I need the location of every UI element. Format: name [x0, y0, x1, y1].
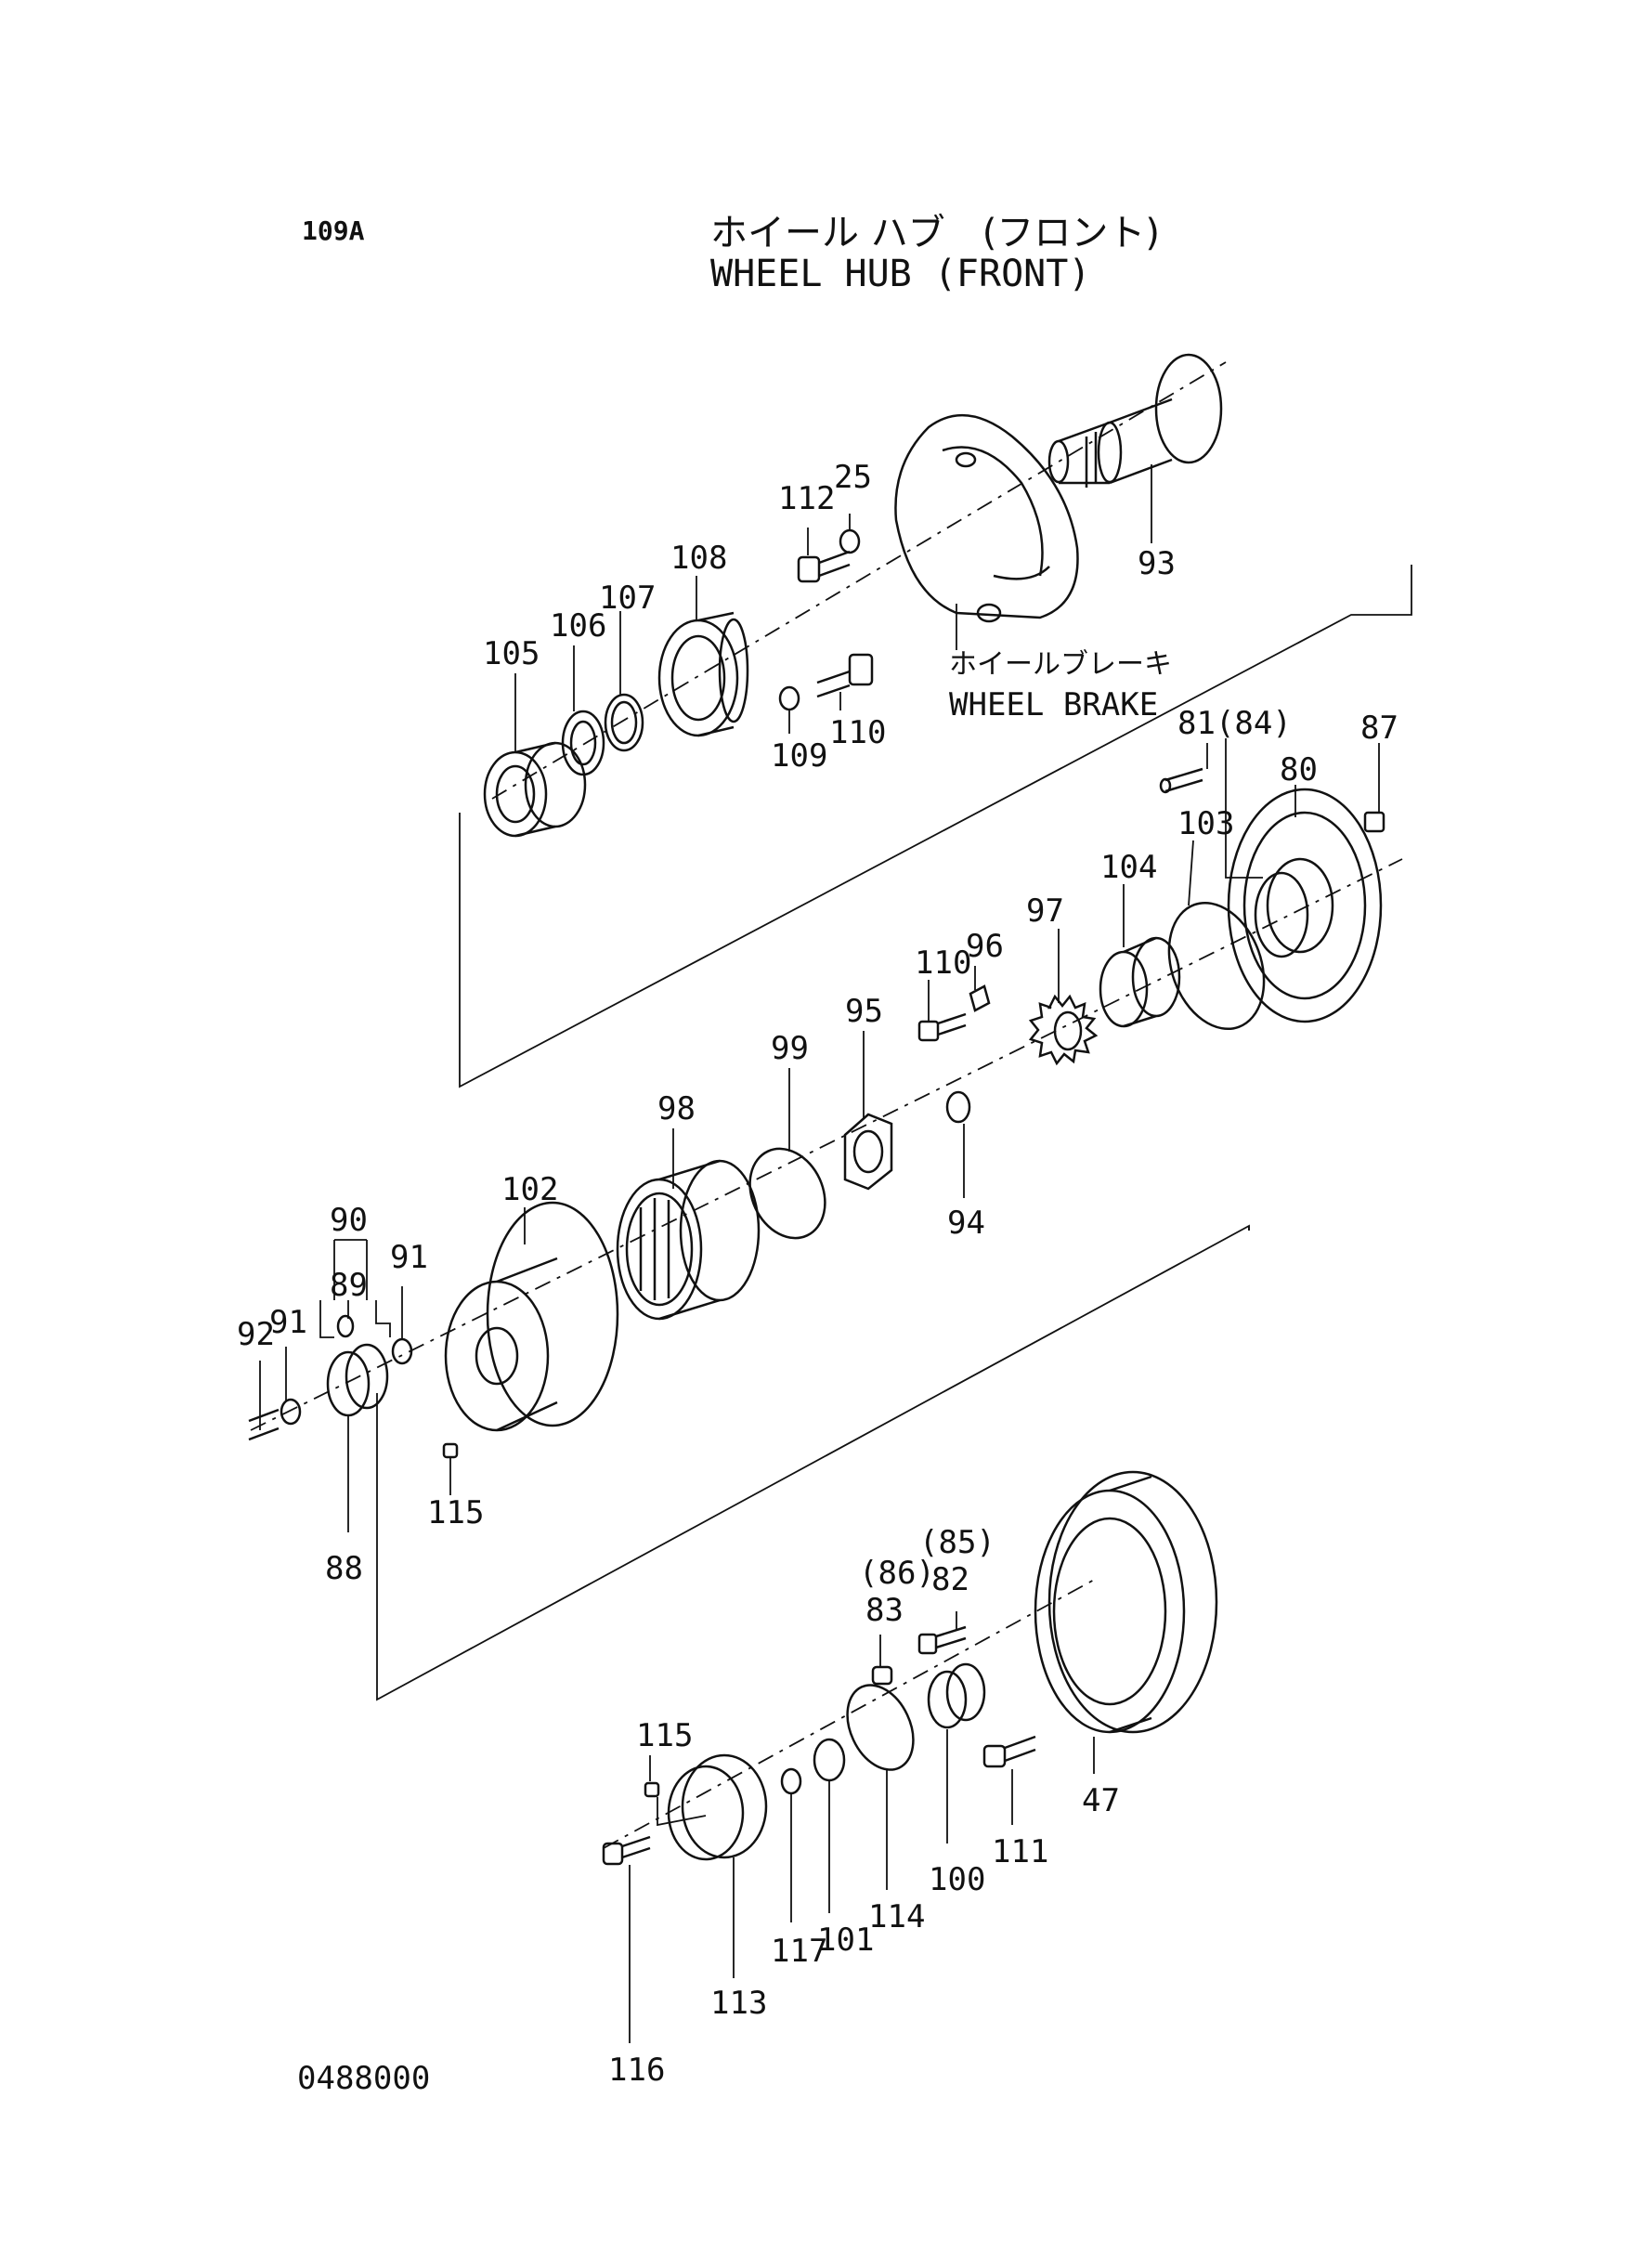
needle-89 — [336, 1314, 355, 1338]
part-label: 47 — [1082, 1782, 1120, 1819]
wheel-brake-label-english: WHEEL BRAKE — [949, 686, 1158, 723]
part-label: 83 — [865, 1592, 904, 1629]
spindle-93 — [1047, 353, 1223, 488]
part-label: 81(84) — [1177, 705, 1292, 742]
cover-113 — [667, 1753, 768, 1861]
plug-115-upper — [442, 1442, 459, 1459]
part-label: 92 — [237, 1316, 275, 1353]
part-label: (85) — [919, 1524, 995, 1561]
lock-plate-96 — [969, 984, 991, 1012]
wheel-brake-assembly — [894, 413, 1079, 623]
part-label: 112 — [778, 480, 835, 517]
bolt-110-upper — [816, 653, 874, 698]
washer-94 — [945, 1090, 971, 1124]
drum-47 — [1034, 1470, 1218, 1734]
retainer-108 — [657, 611, 749, 737]
part-label: 90 — [330, 1202, 368, 1239]
part-label: 117 — [771, 1933, 827, 1970]
part-label: 100 — [929, 1861, 985, 1898]
part-label: 109 — [771, 737, 827, 775]
part-label: 113 — [710, 1985, 767, 2022]
part-label: 87 — [1360, 710, 1398, 747]
part-label: 89 — [330, 1267, 368, 1304]
oring-103 — [1167, 901, 1266, 1031]
part-label: 110 — [915, 945, 971, 982]
part-label: 101 — [817, 1922, 874, 1959]
oring-114 — [846, 1684, 915, 1771]
nut-87 — [1363, 811, 1385, 833]
hub-plate-80 — [1227, 788, 1383, 1023]
part-label: 95 — [845, 993, 883, 1030]
sun-gear-100 — [927, 1662, 986, 1729]
spacer-117 — [780, 1767, 802, 1795]
bearing-104 — [1099, 936, 1181, 1028]
part-label: 25 — [834, 459, 872, 496]
part-label: 108 — [670, 540, 727, 577]
shaft-92 — [248, 1408, 280, 1441]
thrust-washer-91-left — [280, 1398, 302, 1426]
carrier-102 — [444, 1201, 619, 1432]
axis-line-lower — [603, 1578, 1097, 1849]
part-label: 99 — [771, 1030, 809, 1067]
page-code: 109A — [302, 215, 365, 246]
washer-25 — [839, 528, 861, 554]
part-label: 96 — [966, 928, 1004, 965]
part-label: 111 — [992, 1833, 1048, 1870]
axis-line-upper — [491, 361, 1227, 800]
part-label: 93 — [1138, 545, 1176, 582]
ring-107 — [604, 693, 644, 752]
part-label: 110 — [829, 714, 886, 751]
bearing-105 — [483, 741, 587, 838]
seal-106 — [561, 710, 605, 776]
document-number: 0488000 — [297, 2060, 431, 2097]
part-label: 102 — [501, 1171, 558, 1208]
wheel-brake-label-japanese: ホイールブレーキ — [949, 648, 1172, 681]
part-label: 116 — [608, 2052, 665, 2089]
part-label: 97 — [1026, 892, 1064, 930]
part-number-labels: 25 112 108 107 106 105 109 110 93 81(84)… — [237, 459, 1398, 2089]
washer-109 — [778, 685, 800, 711]
part-label: 114 — [868, 1898, 925, 1935]
connection-frame-lower — [376, 1224, 1250, 1701]
part-label: 82 — [931, 1561, 969, 1598]
connection-frame-upper — [459, 565, 1412, 1088]
part-label: 104 — [1100, 849, 1157, 886]
snap-ring-99 — [748, 1147, 826, 1240]
part-label: 106 — [550, 607, 606, 645]
title-english: WHEEL HUB (FRONT) — [710, 253, 1091, 295]
plug-115-lower — [644, 1781, 660, 1798]
part-label: 88 — [325, 1550, 363, 1587]
leader-lines — [259, 464, 1380, 2043]
nut-95 — [843, 1113, 893, 1191]
nut-83 — [871, 1665, 893, 1686]
bolt-112 — [797, 550, 851, 583]
part-label: 105 — [483, 635, 540, 672]
part-label: (86) — [859, 1555, 935, 1592]
part-label: 115 — [636, 1717, 693, 1754]
part-label: 98 — [657, 1090, 696, 1127]
axis-line-middle — [250, 858, 1403, 1431]
ring-gear-98 — [616, 1159, 761, 1321]
part-label: 91 — [390, 1239, 428, 1276]
bolt-116 — [602, 1835, 651, 1866]
bolt-82 — [917, 1625, 967, 1655]
part-label: 80 — [1280, 751, 1318, 788]
bolt-110-middle — [917, 1012, 967, 1042]
part-label: 94 — [947, 1205, 985, 1242]
part-label: 103 — [1177, 805, 1234, 842]
bolt-111 — [982, 1735, 1036, 1768]
part-label: 115 — [427, 1494, 484, 1531]
title-japanese: ホイール ハブ (フロント) — [710, 212, 1160, 254]
part-label: 107 — [599, 580, 656, 617]
planetary-gear-88 — [326, 1343, 389, 1417]
ring-101 — [813, 1738, 846, 1782]
stud-81 — [1159, 767, 1203, 794]
lock-washer-97 — [1028, 994, 1099, 1066]
part-label: 91 — [269, 1304, 307, 1341]
